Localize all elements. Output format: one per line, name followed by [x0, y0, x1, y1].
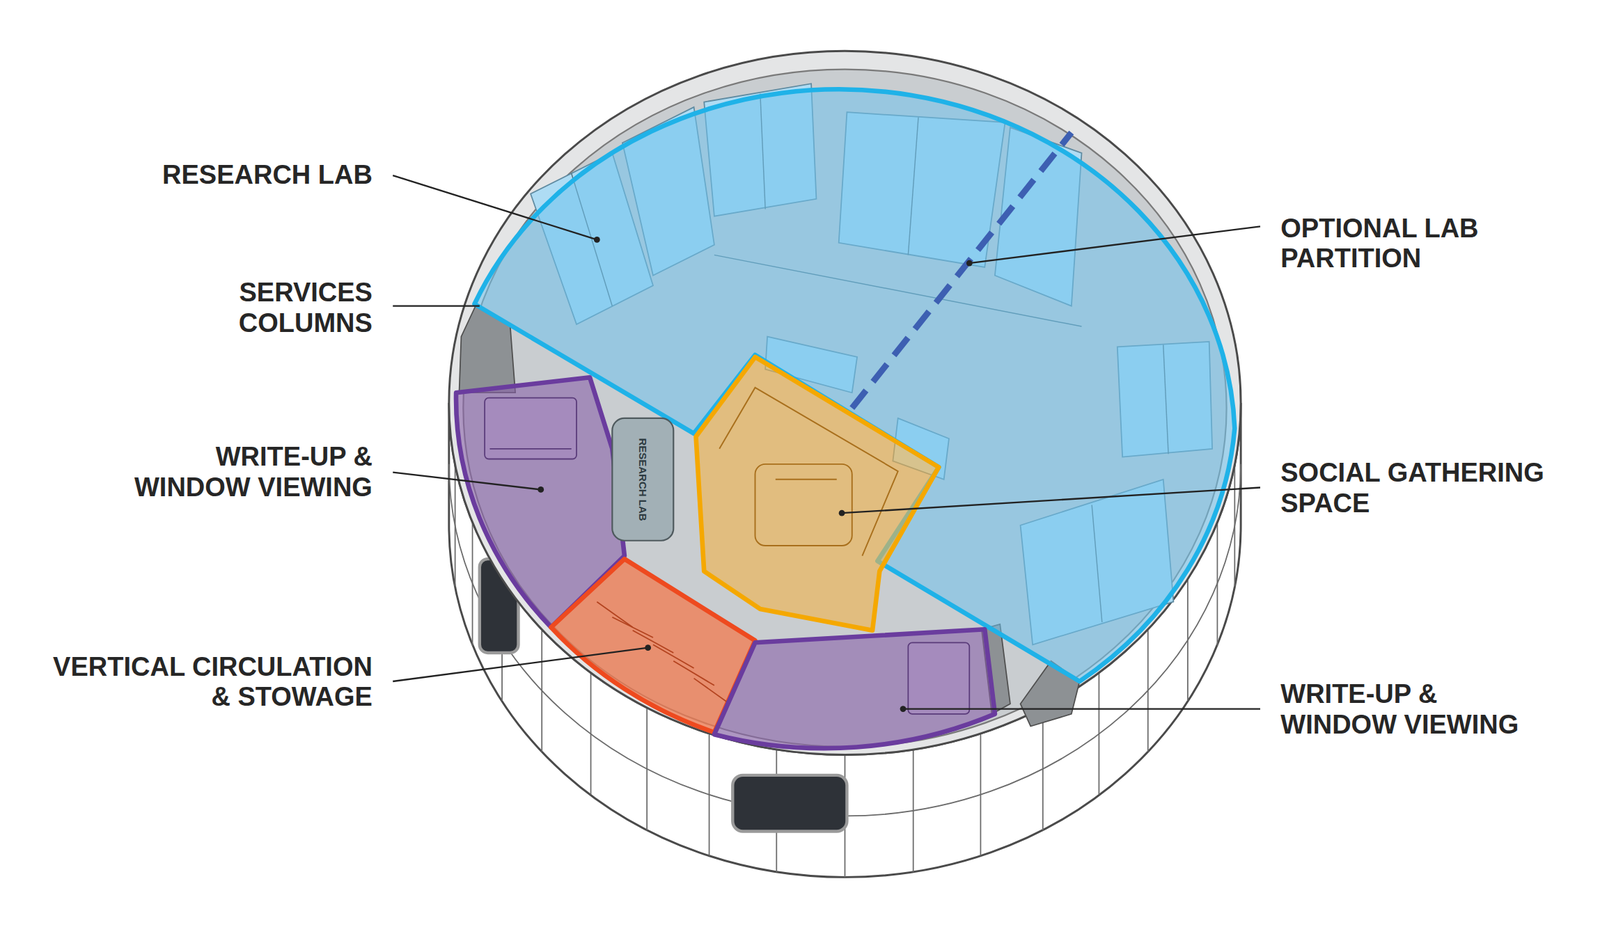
desk [489, 448, 571, 450]
lounge-seating [719, 387, 898, 557]
hull-window [732, 775, 847, 833]
leader-dot [900, 706, 907, 713]
door-sign: RESEARCH LAB [637, 437, 649, 521]
hull-panel-lines [472, 523, 474, 647]
lounge-seating [775, 479, 837, 481]
stair-treads [673, 661, 715, 686]
hull-panel-lines [708, 733, 711, 857]
desk [907, 642, 970, 715]
desk [484, 398, 577, 460]
callout-label: OPTIONAL LAB PARTITION [1280, 213, 1485, 275]
leader-line [392, 472, 541, 491]
hull-panel-lines [980, 733, 982, 857]
hull-panel-lines [1098, 672, 1101, 796]
hull-panel-lines [454, 464, 457, 587]
desk [907, 642, 970, 715]
callout-label: VERTICAL CIRCULATION & STOWAGE [46, 652, 373, 713]
lab-door [612, 418, 674, 541]
desk [484, 398, 577, 460]
leader-dot [537, 486, 544, 493]
callout-label: RESEARCH LAB [156, 160, 373, 191]
hull-panel-lines [1147, 629, 1149, 752]
leader-line [392, 175, 597, 240]
lab-partition-line [852, 132, 1072, 409]
hull-panel-lines [912, 749, 915, 873]
stair-treads [612, 617, 654, 638]
leader-line [392, 175, 1261, 709]
leader-line [392, 304, 480, 307]
hull-panel-lines [1042, 708, 1044, 831]
leader-dot [838, 510, 846, 517]
hull-panel-lines [1217, 523, 1219, 647]
hull-panel-lines [646, 708, 648, 831]
social-gathering-zone [696, 357, 940, 631]
callout-label: SOCIAL GATHERING SPACE [1280, 458, 1551, 519]
callout-label: WRITE-UP & WINDOW VIEWING [128, 442, 373, 503]
leader-line [841, 488, 1261, 514]
hull-panel-lines [590, 672, 592, 796]
leader-line [903, 708, 1261, 710]
hull-panel-lines [1187, 578, 1189, 702]
callout-label: WRITE-UP & WINDOW VIEWING [1280, 679, 1525, 741]
lounge-seating [719, 387, 898, 557]
lounge-seating [755, 464, 853, 546]
stair-treads [596, 602, 633, 629]
leader-line [392, 648, 648, 682]
leader-line [969, 226, 1261, 264]
leader-dot [644, 644, 652, 652]
callout-label: SERVICES COLUMNS [232, 277, 373, 339]
stair-treads [596, 602, 730, 705]
stair-treads [653, 644, 695, 669]
module-rim [449, 50, 1241, 755]
write-up-zone [714, 629, 995, 749]
hull-panel-lines [1233, 464, 1236, 587]
module-illustration [392, 50, 1261, 878]
leader-dot [537, 236, 972, 713]
hull-panel-lines [540, 629, 543, 752]
module-rim [449, 50, 1241, 755]
stair-treads [694, 678, 730, 705]
leader-dot [966, 260, 973, 267]
leader-dot [593, 236, 601, 243]
